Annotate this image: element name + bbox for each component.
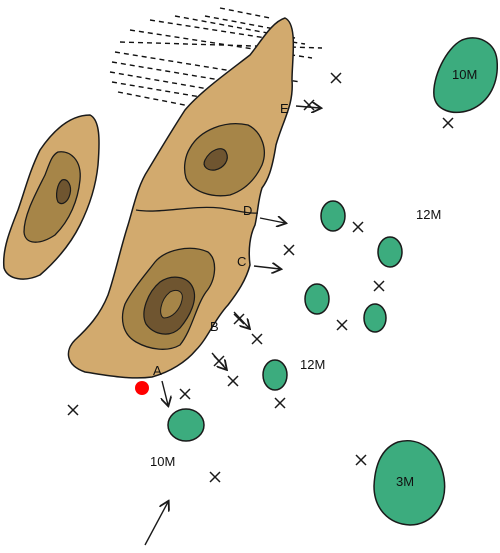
main-island	[67, 17, 295, 379]
x-mark	[355, 454, 367, 466]
point-label-b: B	[210, 319, 219, 334]
x-mark	[373, 280, 385, 292]
reefs	[167, 37, 499, 526]
left-island	[2, 114, 100, 280]
point-label-d: D	[243, 203, 252, 218]
arrow-e	[295, 106, 320, 108]
point-label-a: A	[153, 363, 162, 378]
x-mark	[442, 117, 454, 129]
left-island-contour-2	[56, 179, 72, 205]
x-mark	[274, 397, 286, 409]
reef-bottom-right	[373, 440, 446, 526]
depth-labels: 10M 12M 12M 10M 3M	[150, 67, 477, 489]
reef-6	[167, 408, 205, 442]
x-mark	[227, 375, 239, 387]
depth-label-reef-top-right: 10M	[452, 67, 477, 82]
reef-5	[262, 359, 288, 391]
reef-2	[377, 236, 403, 268]
arrow-b	[233, 311, 249, 328]
arrow-a	[162, 380, 168, 405]
main-island-outline	[67, 17, 295, 379]
x-mark	[303, 99, 315, 111]
reef-4	[363, 303, 387, 333]
x-mark	[251, 333, 263, 345]
lower-hill-contour-3	[160, 289, 183, 319]
depth-label-right-upper: 12M	[416, 207, 441, 222]
reef-1	[320, 200, 346, 232]
current-arrows	[144, 106, 320, 546]
upper-hill-contour-2	[203, 148, 228, 171]
reef-3	[304, 283, 330, 315]
left-island-contour-1	[23, 151, 81, 243]
x-mark	[330, 72, 342, 84]
x-mark	[209, 471, 221, 483]
arrow-d	[259, 218, 285, 223]
reef-top-right	[433, 37, 499, 114]
x-mark	[179, 388, 191, 400]
depth-label-right-lower: 12M	[300, 357, 325, 372]
arrow-c	[253, 266, 280, 269]
arrow-current	[144, 502, 168, 546]
arrow-a2	[211, 352, 226, 369]
point-labels: E D C B A	[153, 101, 289, 378]
x-mark	[336, 319, 348, 331]
red-dot-marker	[135, 381, 149, 395]
x-mark	[283, 244, 295, 256]
x-mark	[352, 221, 364, 233]
point-label-c: C	[237, 254, 246, 269]
island-ridge-line	[135, 206, 259, 214]
depth-label-reef-bottom-right: 3M	[396, 474, 414, 489]
depth-label-below-reef: 10M	[150, 454, 175, 469]
x-mark	[233, 313, 245, 325]
point-label-e: E	[280, 101, 289, 116]
x-mark	[67, 404, 79, 416]
